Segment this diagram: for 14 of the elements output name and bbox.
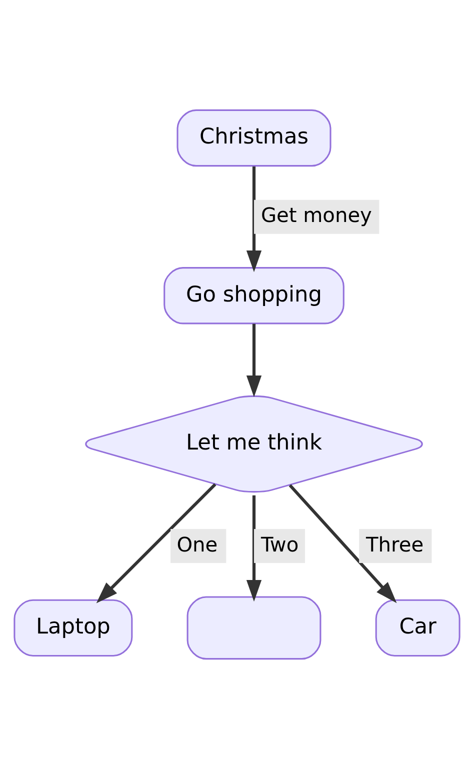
edge-label: Get money: [260, 203, 372, 228]
arrow: [96, 483, 216, 604]
arrow: [288, 484, 397, 604]
node-box: [186, 596, 322, 660]
edge-label: Three: [366, 532, 424, 556]
node-box: Go shopping: [164, 267, 344, 324]
arrow: [246, 495, 262, 602]
node-box: Laptop: [14, 599, 133, 656]
edge-label: Two: [260, 532, 299, 556]
arrow: [246, 324, 262, 398]
node-box: Christmas: [176, 109, 332, 167]
node-box: Car: [375, 599, 460, 656]
arrow: [246, 166, 262, 272]
edge-label: One: [176, 532, 218, 556]
